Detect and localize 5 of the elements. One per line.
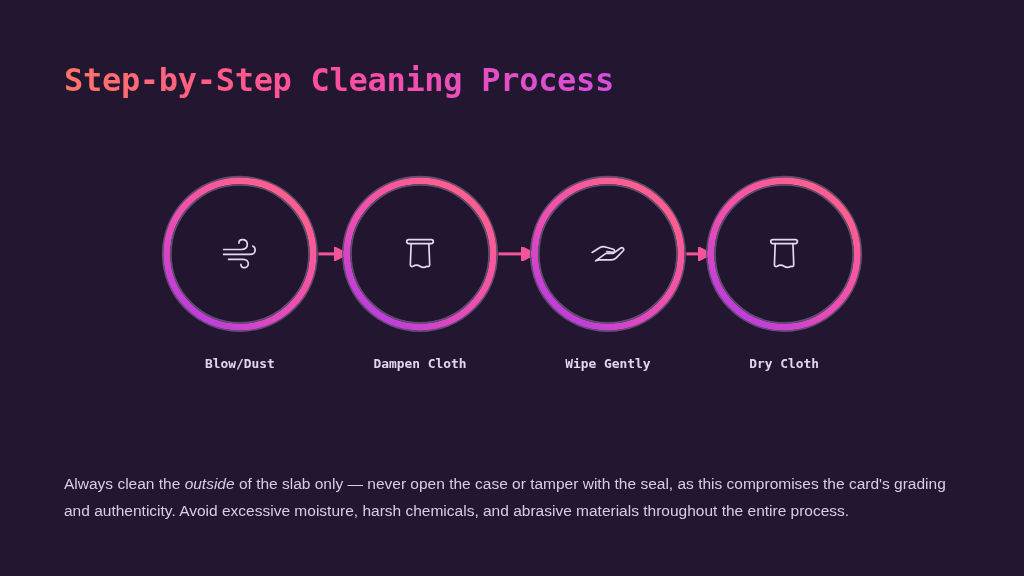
node-label: Dry Cloth: [749, 355, 820, 371]
node-label: Dampen Cloth: [373, 355, 467, 371]
node-label: Wipe Gently: [565, 355, 651, 371]
caption: Always clean the outside of the slab only — never open the case or tamper with the seal, as this compromises the card's grading and authenticity. Avoid excessive moisture, harsh chemicals, and abrasive materials throughout the entire process.: [64, 474, 947, 521]
node-label: Blow/Dust: [204, 355, 275, 371]
